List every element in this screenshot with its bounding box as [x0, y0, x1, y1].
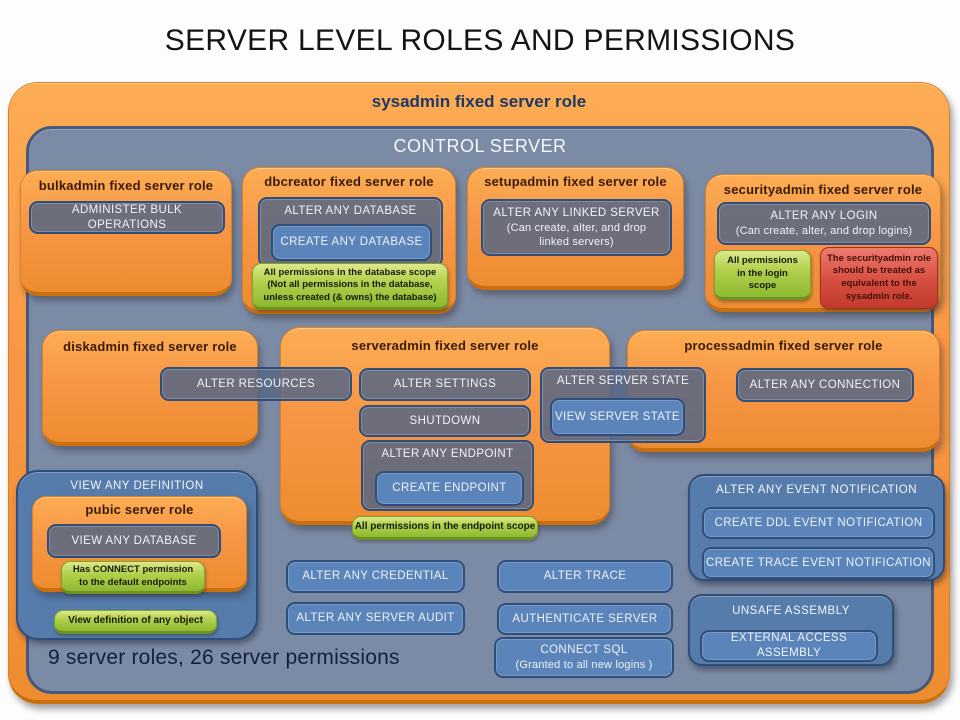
role-processadmin-title: processadmin fixed server role: [684, 338, 883, 353]
perm-label: ALTER SERVER STATE: [556, 375, 690, 387]
note-view-definition: View definition of any object: [54, 610, 217, 634]
perm-alter-any-server-audit: ALTER ANY SERVER AUDIT: [286, 602, 465, 635]
perm-administer-bulk-operations: ADMINISTER BULK OPERATIONS: [29, 201, 225, 234]
perm-create-any-database: CREATE ANY DATABASE: [271, 224, 432, 261]
perm-alter-trace: ALTER TRACE: [497, 560, 673, 593]
perm-external-access-assembly: EXTERNAL ACCESS ASSEMBLY: [700, 630, 878, 662]
note-login-scope: All permissions in the login scope: [714, 250, 811, 300]
note-securityadmin-equivalence: The securityadmin role should be treated…: [820, 247, 938, 309]
perm-label: ALTER ANY ENDPOINT: [381, 448, 514, 460]
perm-view-server-state: VIEW SERVER STATE: [550, 398, 685, 436]
group-unsafe-assembly: UNSAFE ASSEMBLY EXTERNAL ACCESS ASSEMBLY: [688, 594, 894, 666]
perm-label: ALTER ANY LOGIN: [770, 209, 878, 222]
role-setupadmin-title: setupadmin fixed server role: [484, 174, 667, 189]
group-alter-any-event-notification: ALTER ANY EVENT NOTIFICATION CREATE DDL …: [688, 474, 945, 581]
role-dbcreator: dbcreator fixed server role ALTER ANY DA…: [242, 167, 456, 314]
role-securityadmin: securityadmin fixed server role ALTER AN…: [705, 174, 941, 312]
role-public-title: pubic server role: [85, 502, 194, 517]
role-serveradmin-title: serveradmin fixed server role: [351, 338, 539, 353]
note-line: unless created (& owns) the database): [263, 291, 437, 303]
perm-alter-any-database: ALTER ANY DATABASE CREATE ANY DATABASE: [258, 197, 443, 267]
perm-sublabel: (Can create, alter, and drop logins): [735, 224, 913, 237]
note-database-scope: All permissions in the database scope (N…: [252, 263, 448, 310]
summary-text: 9 server roles, 26 server permissions: [48, 646, 400, 669]
page-title: SERVER LEVEL ROLES AND PERMISSIONS: [164, 24, 796, 57]
perm-alter-server-state: ALTER SERVER STATE VIEW SERVER STATE: [540, 367, 706, 443]
role-securityadmin-title: securityadmin fixed server role: [723, 182, 923, 197]
role-bulkadmin-title: bulkadmin fixed server role: [38, 178, 214, 193]
role-diskadmin-title: diskadmin fixed server role: [63, 339, 237, 354]
perm-create-ddl-event-notification: CREATE DDL EVENT NOTIFICATION: [702, 507, 935, 539]
perm-alter-resources: ALTER RESOURCES: [160, 367, 352, 401]
control-server-label: CONTROL SERVER: [393, 136, 567, 156]
perm-unsafe-assembly: UNSAFE ASSEMBLY: [732, 605, 850, 617]
group-view-any-definition: VIEW ANY DEFINITION pubic server role VI…: [16, 470, 258, 640]
note-line: All permissions in the database scope: [263, 266, 437, 278]
role-setupadmin: setupadmin fixed server role ALTER ANY L…: [467, 167, 684, 290]
perm-alter-settings: ALTER SETTINGS: [359, 368, 531, 401]
note-line: Has CONNECT permission: [72, 563, 194, 575]
perm-alter-any-credential: ALTER ANY CREDENTIAL: [286, 560, 465, 593]
role-dbcreator-title: dbcreator fixed server role: [264, 174, 434, 189]
perm-alter-any-login: ALTER ANY LOGIN (Can create, alter, and …: [717, 202, 931, 245]
perm-authenticate-server: AUTHENTICATE SERVER: [497, 603, 673, 635]
perm-shutdown: SHUTDOWN: [359, 405, 531, 437]
note-connect-permission: Has CONNECT permission to the default en…: [61, 561, 205, 594]
perm-create-trace-event-notification: CREATE TRACE EVENT NOTIFICATION: [702, 547, 935, 579]
note-endpoint-scope: All permissions in the endpoint scope: [352, 516, 538, 540]
role-public: pubic server role VIEW ANY DATABASE Has …: [32, 496, 247, 594]
perm-view-any-database: VIEW ANY DATABASE: [47, 524, 221, 558]
perm-alter-any-linked-server: ALTER ANY LINKED SERVER (Can create, alt…: [481, 199, 672, 256]
sysadmin-role-label: sysadmin fixed server role: [371, 92, 587, 111]
perm-alter-any-connection: ALTER ANY CONNECTION: [736, 368, 914, 402]
role-bulkadmin: bulkadmin fixed server role ADMINISTER B…: [20, 170, 232, 296]
perm-connect-sql: CONNECT SQL (Granted to all new logins ): [494, 637, 674, 678]
note-line: to the default endpoints: [79, 576, 187, 588]
perm-view-any-definition: VIEW ANY DEFINITION: [70, 480, 204, 492]
perm-sublabel: linked servers): [539, 235, 614, 248]
perm-label: ALTER ANY LINKED SERVER: [493, 206, 660, 219]
note-line: (Not all permissions in the database,: [267, 279, 433, 291]
perm-label: ALTER ANY DATABASE: [284, 205, 417, 217]
perm-sublabel: (Can create, alter, and drop: [506, 221, 647, 234]
perm-sublabel: (Granted to all new logins ): [515, 658, 653, 671]
perm-create-endpoint: CREATE ENDPOINT: [375, 471, 524, 506]
perm-alter-any-event-notification: ALTER ANY EVENT NOTIFICATION: [715, 484, 917, 496]
perm-alter-any-endpoint: ALTER ANY ENDPOINT CREATE ENDPOINT: [361, 440, 534, 511]
role-diskadmin: diskadmin fixed server role: [42, 330, 258, 446]
perm-label: CONNECT SQL: [540, 643, 628, 656]
